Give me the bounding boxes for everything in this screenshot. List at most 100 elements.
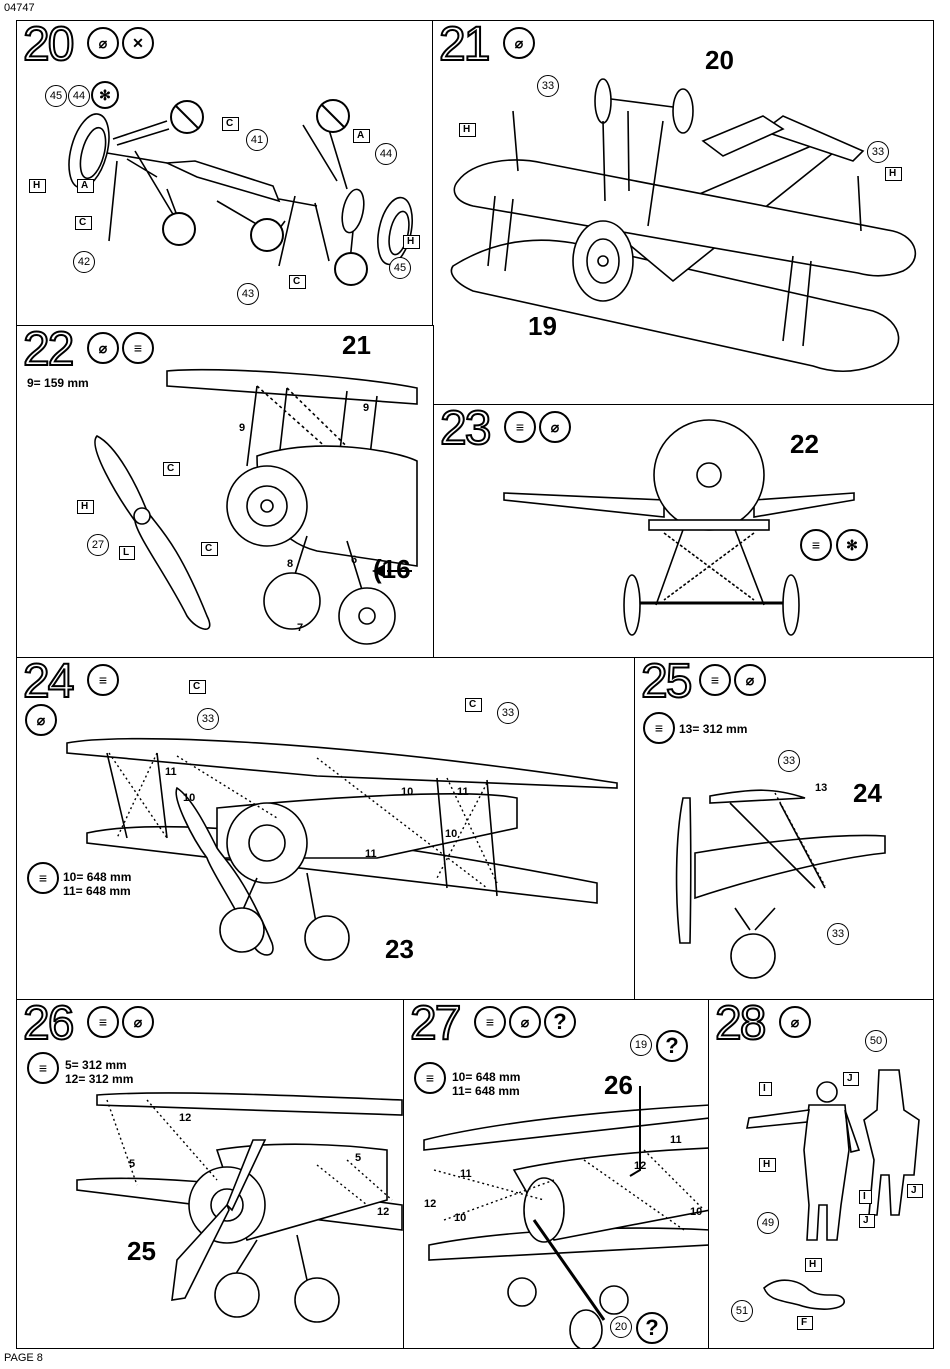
step-20-icons: ⌀ ✕ [87,27,154,59]
paint-tag-f: F [797,1316,814,1330]
step-22-number: 22 [22,325,75,376]
step-24-icons: ≡ [87,664,119,696]
paint-tag-l: L [119,546,136,560]
part-number: 12 [377,1206,390,1218]
thread-spool-icon: ≡ [643,712,675,744]
paint-tag-c: C [75,216,93,230]
step-26-panel: 26 ≡ ⌀ ≡ 5= 312 mm 12= 312 mm 12 5 5 12 … [16,999,404,1349]
paint-tag-i: I [859,1190,872,1204]
part-33-callout: 33 [778,750,800,772]
part-20-callout: 20 [610,1316,632,1338]
paint-tag-h: H [459,123,477,137]
part-number: 9 [239,422,246,434]
paint-tag-h: H [805,1258,823,1272]
part-number: 10 [401,786,414,798]
step-21-number: 21 [438,20,491,71]
part-19-callout: 19 [630,1034,652,1056]
part-33-callout: 33 [867,141,889,163]
paint-asterisk-icon: ✻ [91,81,119,109]
step-24-drawing [66,737,618,961]
part-number: 8 [287,558,294,570]
step-20-panel: 20 ⌀ ✕ 45 44 ✻ H A C 42 C 41 A 44 H 45 4… [16,20,433,326]
part-number: 12 [634,1160,647,1172]
question-icon: ? [636,1312,668,1344]
no-glue-icon: ✕ [122,27,154,59]
thread-spool-icon: ≡ [474,1006,506,1038]
sub-assembly-label: 22 [790,429,819,459]
step-23-number: 23 [439,404,492,455]
paint-tag-c: C [222,117,240,131]
step-23-panel: 23 ≡ ⌀ 22 ≡ ✻ [433,404,934,658]
sub-assembly-label: 23 [385,934,414,964]
thread-length-measure: 11= 648 mm [63,884,131,898]
thread-length-measure: 9= 159 mm [27,376,89,390]
thread-length-measure: 5= 312 mm [65,1058,127,1072]
paint-tag-j: J [843,1072,859,1086]
part-number: 11 [670,1134,682,1146]
step-21-panel: 21 ⌀ 20 19 33 H 33 H [432,20,934,405]
glue-tube-icon: ⌀ [734,664,766,696]
step-22-icons: ⌀ ≡ [87,332,154,364]
glue-tube-icon: ⌀ [779,1006,811,1038]
paint-tag-c: C [163,462,181,476]
step-22-panel: 22 ⌀ ≡ 9= 159 mm 21 (16 9 9 8 6 7 C H 27… [16,325,434,658]
glue-tube-icon: ⌀ [122,1006,154,1038]
step-28-icons: ⌀ [779,1006,811,1038]
thread-length-measure: 10= 648 mm [452,1070,521,1084]
step-25-icons: ≡ ⌀ [699,664,766,696]
sub-assembly-label: 21 [342,330,371,360]
part-42-callout: 42 [73,251,95,273]
glue-tube-icon: ⌀ [509,1006,541,1038]
part-number: 12 [179,1112,192,1124]
thread-spool-icon: ≡ [800,529,832,561]
step-24-number: 24 [22,657,75,708]
part-number: 13 [815,782,828,794]
part-number: 11 [365,848,377,860]
part-51-callout: 51 [731,1300,753,1322]
part-number: 9 [363,402,370,414]
step-27-icons: ≡ ⌀ ? [474,1006,576,1038]
step-24-panel: 24 ≡ ⌀ C 33 C 33 11 10 10 11 10 11 ≡ 10=… [16,657,635,1000]
step-21-drawing [450,78,917,373]
step-27-drawing [423,1086,708,1348]
thread-spool-icon: ≡ [87,1006,119,1038]
paint-tag-c: C [189,680,207,694]
thread-length-measure: 11= 648 mm [452,1084,520,1098]
thread-spool-icon: ≡ [87,664,119,696]
step-20-number: 20 [22,20,75,71]
paint-tag-a: A [77,179,95,193]
part-33-callout: 33 [197,708,219,730]
part-43-callout: 43 [237,283,259,305]
glue-tube-icon: ⌀ [87,27,119,59]
paint-tag-c: C [289,275,307,289]
part-44-callout: 44 [68,85,90,107]
thread-length-measure: 12= 312 mm [65,1072,134,1086]
part-number: 10 [183,792,196,804]
sub-assembly-label: 24 [853,778,882,808]
glue-tube-icon: ⌀ [539,411,571,443]
step-26-number: 26 [22,999,75,1050]
paint-tag-a: A [353,129,371,143]
glue-tube-icon: ⌀ [25,704,57,736]
paint-tag-h: H [77,500,95,514]
paint-tag-c: C [465,698,483,712]
step-26-drawing [76,1092,403,1323]
thread-spool-icon: ≡ [504,411,536,443]
thread-spool-icon: ≡ [27,862,59,894]
paint-tag-j: J [859,1214,875,1228]
step-22-drawing [94,368,418,645]
thread-spool-icon: ≡ [27,1052,59,1084]
part-33-callout: 33 [497,702,519,724]
paint-asterisk-icon: ✻ [836,529,868,561]
step-28-number: 28 [714,999,767,1050]
sub-assembly-label: 26 [604,1070,633,1100]
part-number: 5 [355,1152,362,1164]
step-20-drawing [68,99,413,286]
page-footer: PAGE 8 [4,1352,43,1364]
step-23-drawing [503,419,855,636]
paint-tag-j: J [907,1184,923,1198]
step-23-icons: ≡ ⌀ [504,411,571,443]
part-45-callout: 45 [389,257,411,279]
part-number: 11 [457,786,469,798]
part-33-callout: 33 [827,923,849,945]
